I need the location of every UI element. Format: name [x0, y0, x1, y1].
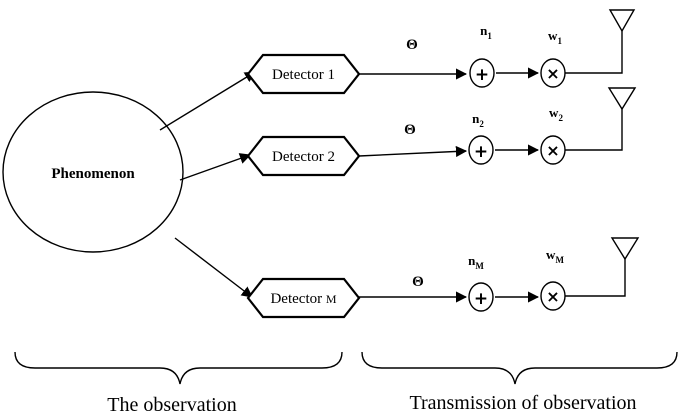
transmission-brace [361, 351, 678, 385]
noise-label-1: n1 [480, 23, 492, 41]
detector-m-label: Detector M [270, 291, 336, 307]
arrow-to-detector-m [174, 237, 253, 298]
observation-caption: The observation [107, 394, 236, 416]
weight-label-m: wM [546, 247, 564, 265]
detector-1-label: Detector 1 [272, 67, 335, 83]
antenna-icon-1 [608, 9, 636, 33]
adder-1 [469, 58, 495, 88]
noise-label-2: n2 [472, 111, 484, 129]
antenna-feed-1 [565, 30, 623, 74]
detector-2-label: Detector 2 [272, 149, 335, 165]
noise-label-m: nM [468, 253, 484, 271]
arrow-to-detector-2 [179, 153, 252, 181]
adder-2-symbol: + [474, 142, 488, 162]
multiplier-m-symbol: × [546, 287, 559, 306]
adder-m-symbol: + [474, 289, 488, 309]
weight-label-1: w1 [548, 28, 562, 46]
detector-row-1: Detector 1 Θ n1 + w1 × [246, 9, 636, 95]
observation-brace [14, 351, 343, 385]
arrow-to-detector-1 [159, 71, 256, 131]
antenna-icon-2 [607, 87, 637, 111]
phenomenon-label: Phenomenon [51, 166, 135, 182]
multiplier-2-symbol: × [546, 141, 559, 160]
transmission-caption: Transmission of observation [409, 392, 636, 414]
multiplier-1-symbol: × [546, 64, 559, 83]
antenna-feed-2 [565, 108, 623, 151]
signal-line-2 [358, 145, 468, 158]
adder-m [468, 282, 494, 312]
theta-symbol-m: Θ [412, 274, 424, 290]
phenomenon-ellipse [2, 91, 184, 253]
weight-label-2: w2 [549, 105, 563, 123]
detector-row-2: Detector 2 Θ n2 + w2 × [246, 87, 637, 177]
detector-row-m: Detector M Θ nM + wM × [246, 237, 640, 319]
detector-m-hexagon [246, 277, 361, 319]
antenna-feed-m [565, 258, 626, 297]
adder-2 [468, 135, 494, 165]
theta-symbol-2: Θ [404, 122, 416, 138]
theta-symbol-1: Θ [406, 37, 418, 53]
antenna-icon-m [610, 237, 640, 261]
adder-1-symbol: + [475, 65, 489, 85]
